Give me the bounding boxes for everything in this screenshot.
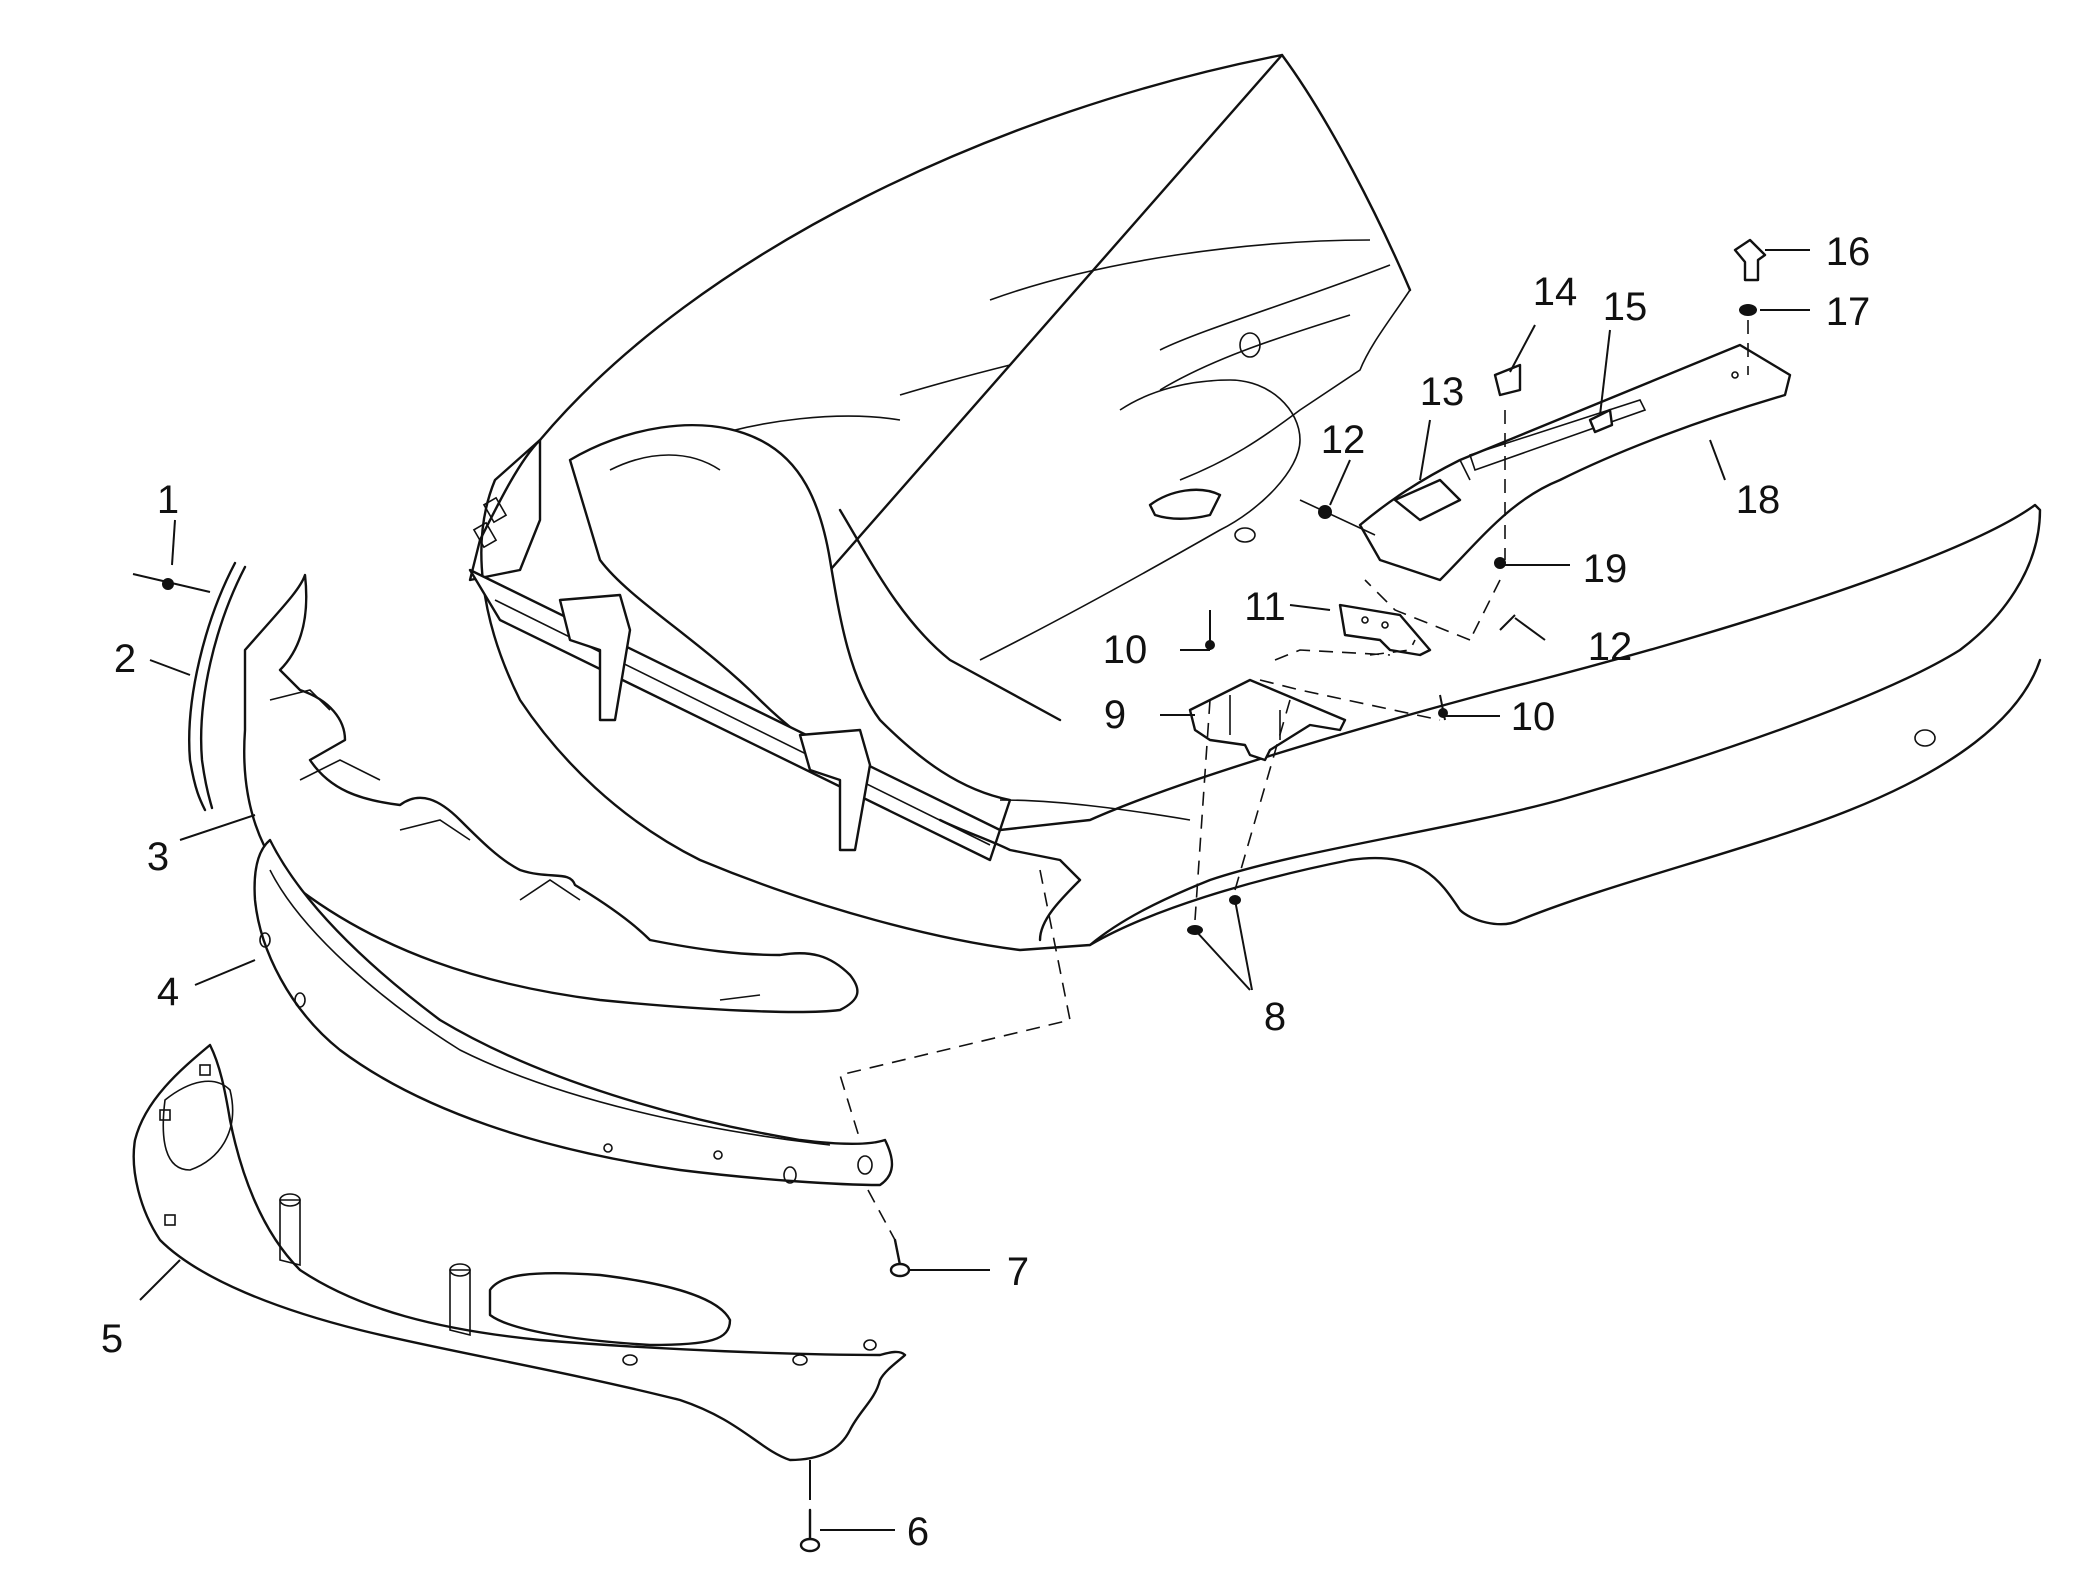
callout-13: 13: [1420, 370, 1465, 414]
callout-5: 5: [101, 1317, 123, 1361]
callout-4: 4: [157, 970, 179, 1014]
callout-8: 8: [1264, 995, 1286, 1039]
part-grommet-17: [1739, 304, 1757, 316]
part-side-panel-18: [1358, 343, 1792, 582]
part-pin-10: [1205, 610, 1448, 721]
callout-labels: 1 2 3 4 5 6 7 8 9 10 10 11 12 12 13 14 1…: [101, 230, 1870, 1554]
callout-2: 2: [114, 637, 136, 681]
callout-18: 18: [1736, 478, 1781, 522]
hood-body: [468, 53, 2042, 952]
part-pin-12: [1299, 499, 1516, 631]
part-pin-19: [1494, 557, 1506, 569]
part-lower-fairing-5: [132, 1043, 907, 1462]
callout-15: 15: [1603, 285, 1648, 329]
part-fasteners-8: [1187, 895, 1253, 991]
callout-12a: 12: [1321, 418, 1366, 462]
callout-17: 17: [1826, 290, 1871, 334]
callout-6: 6: [907, 1510, 929, 1554]
leader-lines: [139, 249, 1810, 1531]
part-bracket-11: [1338, 603, 1432, 657]
callout-1: 1: [157, 478, 179, 522]
callout-7: 7: [1007, 1250, 1029, 1294]
part-bolt-6: [799, 1460, 821, 1553]
callout-14: 14: [1533, 270, 1578, 314]
callout-10b: 10: [1511, 695, 1556, 739]
callout-9: 9: [1104, 693, 1126, 737]
assembly-lines: [838, 320, 1749, 1141]
part-trim-strip-2: [188, 561, 247, 812]
part-screw-7: [867, 1189, 911, 1278]
callout-3: 3: [147, 835, 169, 879]
callout-11: 11: [1244, 585, 1286, 629]
callout-19: 19: [1583, 547, 1628, 591]
part-lower-molding-4: [253, 838, 894, 1187]
callout-12b: 12: [1588, 625, 1633, 669]
part-intake-3: [243, 573, 859, 1014]
callout-10a: 10: [1103, 628, 1148, 672]
part-clip-16: [1733, 238, 1767, 282]
part-rivet-1: [132, 573, 211, 593]
callout-16: 16: [1826, 230, 1871, 274]
